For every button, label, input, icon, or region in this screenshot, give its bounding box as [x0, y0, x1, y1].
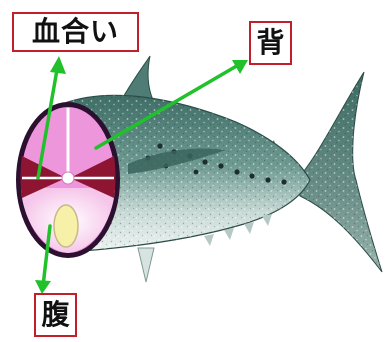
spine-center [62, 172, 74, 184]
arrowhead-chiai [50, 56, 66, 74]
label-belly: 腹 [34, 293, 77, 337]
label-back: 背 [249, 21, 292, 65]
arrowhead-belly [35, 280, 51, 294]
label-chiai: 血合い [12, 12, 139, 52]
ventral-fin [138, 248, 154, 282]
abdominal-cavity [54, 205, 78, 247]
